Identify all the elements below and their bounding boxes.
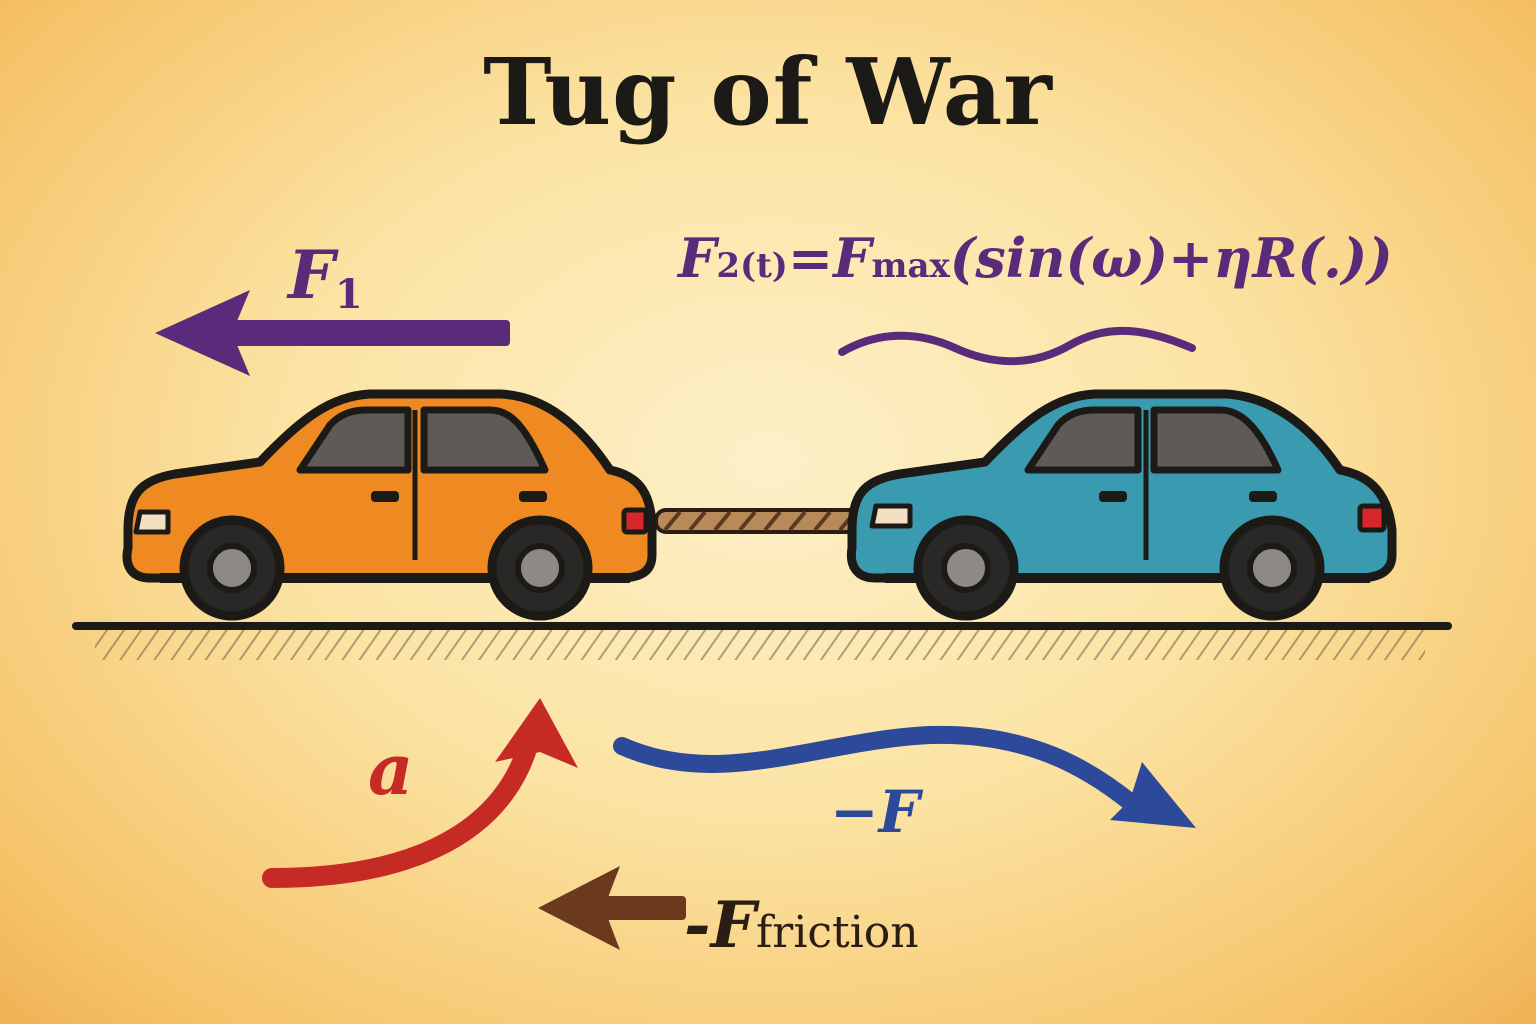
right-car-icon [846,389,1397,621]
f2-eq: = [787,226,834,290]
acceleration-label: a [368,728,414,811]
f1-subscript: 1 [334,271,363,318]
left-car-front-wheel [487,515,593,621]
left-car-icon [122,389,657,621]
ground-hatching [95,630,1425,660]
f2-sub: 2 [716,246,741,286]
friction-arrow [538,866,686,950]
right-car-front-wheel [1219,515,1325,621]
negative-force-label: −F [830,778,920,846]
f1-symbol: F [288,236,335,314]
left-car-rear-wheel [179,515,285,621]
f2-fmax: F [833,226,872,290]
f2-equation: F2(t)=Fmax(sin(ω)+ηR(.)) [678,226,1393,290]
acceleration-arrow [262,698,578,888]
f2-fmax-sub: max [871,246,950,286]
negative-force-arrow [613,725,1196,828]
f2-arg: (t) [740,246,788,286]
friction-symbol: -F [684,888,756,963]
page-title: Tug of War [483,38,1053,146]
f2-rest: (sin(ω)+ηR(.)) [949,226,1393,290]
f1-label: F1 [288,236,363,318]
right-car-rear-wheel [913,515,1019,621]
f2-squiggle [838,326,1196,366]
f2-lead: F [678,226,717,290]
friction-subscript: friction [756,907,919,958]
f1-arrow [155,290,510,376]
rope-icon [654,508,878,534]
friction-label: -Ffriction [684,888,919,963]
